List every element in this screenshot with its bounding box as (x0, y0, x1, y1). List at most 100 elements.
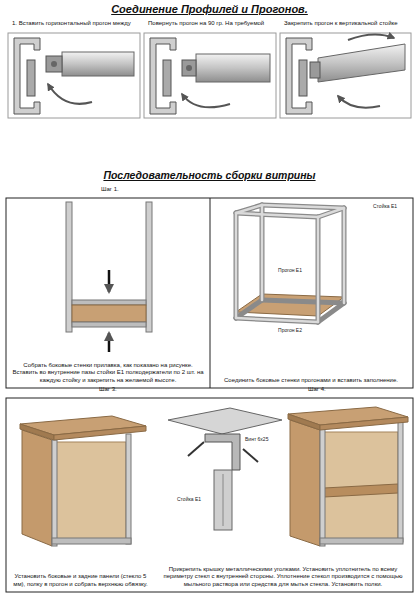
step-heading: Шаг 1. (11, 186, 205, 194)
cabinet (56, 442, 126, 540)
side-wall (146, 202, 152, 332)
cabinet (288, 414, 320, 430)
profile-section (14, 38, 312, 114)
beam-profile (46, 44, 405, 82)
corner-bracket (223, 474, 224, 526)
side-wall (66, 202, 72, 332)
side-wall (72, 305, 146, 322)
instruction-panel: 1. Вставить горизонтальный прогон между (8, 20, 140, 120)
instruction-panel: Шаг 1.Собрать боковые стенки прилавка, к… (8, 186, 208, 386)
instruction-panel: Шаг 3.Установить боковые и задние панели… (8, 386, 153, 590)
frame-box (342, 208, 347, 303)
corner-bracket (214, 470, 232, 530)
beam-profile (318, 44, 405, 82)
cabinet (22, 430, 52, 546)
beam-profile (62, 52, 134, 76)
corner-bracket (243, 449, 258, 462)
frame-box (317, 217, 320, 322)
beam-profile (51, 61, 57, 67)
motion-arrow (48, 84, 92, 104)
side-wall (66, 202, 152, 332)
frame-box (236, 300, 262, 318)
frame-box (318, 303, 344, 322)
assembly-arrow (108, 333, 111, 352)
side-wall (72, 322, 146, 327)
corner-bracket (188, 442, 204, 456)
motion-arrow (348, 34, 394, 40)
step-frame (6, 198, 413, 388)
profile-section (14, 38, 40, 114)
assembly-arrow (108, 270, 111, 352)
cabinet (320, 428, 325, 546)
beam-profile (46, 56, 62, 72)
cabinet (288, 407, 408, 546)
frame-box (261, 205, 264, 300)
frame-box (236, 213, 318, 217)
frame-box (262, 205, 344, 208)
cabinet (52, 440, 57, 546)
instruction-panel: Закрепить прогон к вертикальной стойке (280, 20, 411, 120)
profile-section (150, 38, 176, 114)
corner-bracket (188, 442, 258, 462)
motion-arrow (48, 34, 394, 107)
corner-bracket (168, 408, 282, 434)
frame-box (318, 208, 344, 217)
beam-profile (182, 60, 196, 76)
frame-box (318, 208, 344, 217)
profile-section (163, 60, 171, 96)
beam-profile (310, 62, 320, 78)
profile-section (286, 38, 312, 114)
panel-caption: Закрепить прогон к вертикальной стойке (283, 20, 408, 28)
step-text: Установить боковые и задние панели (стек… (11, 573, 150, 588)
step-text: Соединить боковые стенки прогонами и вст… (215, 377, 407, 385)
panel-frame (8, 33, 140, 118)
panel-caption: 1. Вставить горизонтальный прогон между (11, 20, 137, 28)
step-text: Прикрепить крышку металлическими уголкам… (158, 566, 408, 589)
cabinet (20, 416, 146, 546)
panel-frame (144, 33, 276, 118)
page-title: Соединение Профилей и Прогонов. (0, 3, 419, 15)
cabinet (290, 420, 320, 546)
cabinet (398, 422, 403, 542)
frame-box (236, 213, 318, 217)
section-heading: Последовательность сборки витрины (102, 169, 316, 181)
profile-section (150, 38, 176, 114)
profile-section (14, 38, 40, 114)
panel-frame (8, 33, 411, 118)
cabinet (324, 484, 398, 497)
part-label: Прогон Е1 (277, 268, 303, 274)
cabinet (320, 417, 408, 430)
instruction-panel: Соединить боковые стенки прогонами и вст… (212, 336, 410, 386)
frame-box (236, 205, 344, 322)
panel-frame (280, 33, 411, 118)
frame-box (262, 300, 344, 303)
part-label: Прогон Е2 (277, 328, 303, 334)
frame-box (316, 217, 321, 322)
beam-profile (196, 54, 270, 82)
side-wall (72, 300, 146, 305)
step-heading: Шаг 4. (158, 386, 408, 394)
corner-bracket (205, 434, 240, 470)
frame-box (260, 205, 265, 300)
panel-caption: Повернуть прогон на 90 гр. На требуемой (147, 20, 273, 28)
cabinet (126, 434, 131, 544)
frame-box (343, 208, 346, 303)
cabinet (54, 426, 146, 440)
beam-profile (186, 65, 192, 71)
profile-section (27, 60, 35, 96)
frame-box (235, 213, 238, 318)
motion-arrow (338, 96, 380, 108)
corner-bracket (168, 408, 282, 530)
frame-box (234, 213, 239, 318)
frame-box (236, 318, 318, 322)
cabinet (320, 538, 403, 544)
part-label: Винт 6х25 (244, 437, 269, 443)
frame-box (236, 318, 318, 322)
assembly-arrow (108, 270, 111, 292)
frame-box (236, 205, 344, 322)
motion-arrow (182, 94, 230, 107)
cabinet (52, 538, 131, 544)
